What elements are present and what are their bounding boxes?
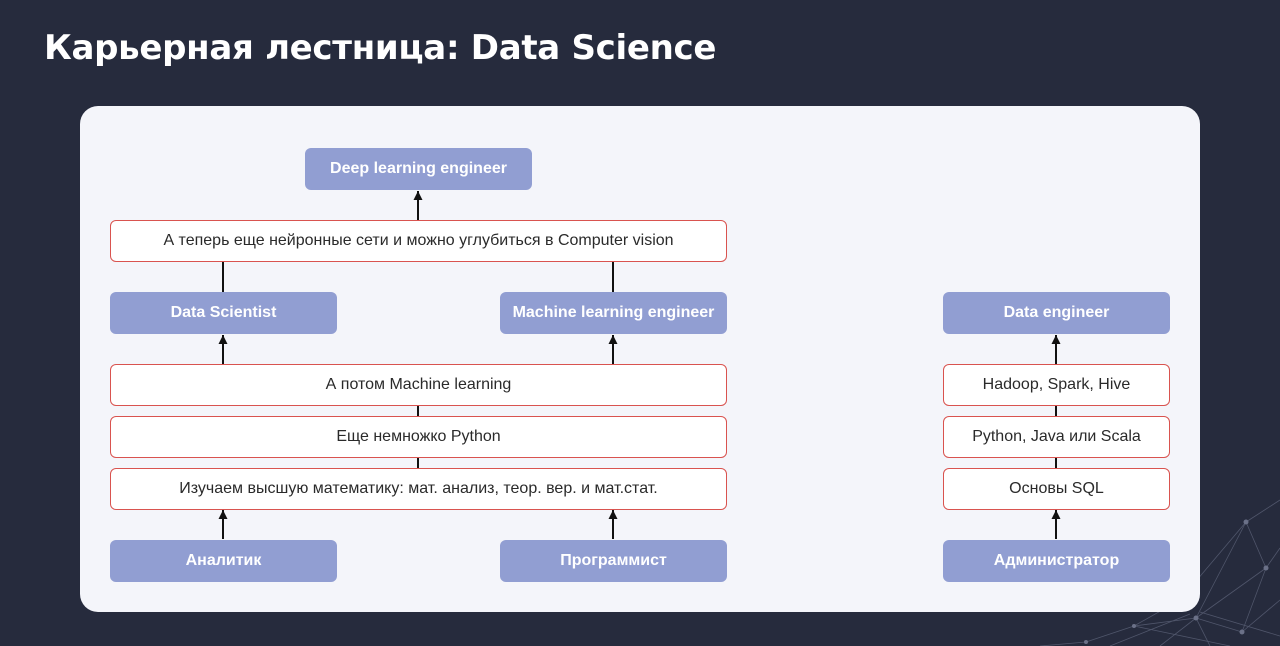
role-data-engineer: Data engineer: [943, 292, 1170, 334]
role-administrator: Администратор: [943, 540, 1170, 582]
role-deep-learning-engineer: Deep learning engineer: [305, 148, 532, 190]
page-title: Карьерная лестница: Data Science: [44, 28, 717, 68]
step-languages: Python, Java или Scala: [943, 416, 1170, 458]
step-big-data: Hadoop, Spark, Hive: [943, 364, 1170, 406]
role-programmer: Программист: [500, 540, 727, 582]
step-sql-basics: Основы SQL: [943, 468, 1170, 510]
step-machine-learning: А потом Machine learning: [110, 364, 727, 406]
role-analyst: Аналитик: [110, 540, 337, 582]
role-data-scientist: Data Scientist: [110, 292, 337, 334]
step-python: Еще немножко Python: [110, 416, 727, 458]
role-machine-learning-engineer: Machine learning engineer: [500, 292, 727, 334]
connectors: [218, 191, 1061, 539]
step-higher-math: Изучаем высшую математику: мат. анализ, …: [110, 468, 727, 510]
step-neural-networks: А теперь еще нейронные сети и можно углу…: [110, 220, 727, 262]
diagram-panel: Deep learning engineer Data Scientist Ma…: [80, 106, 1200, 612]
